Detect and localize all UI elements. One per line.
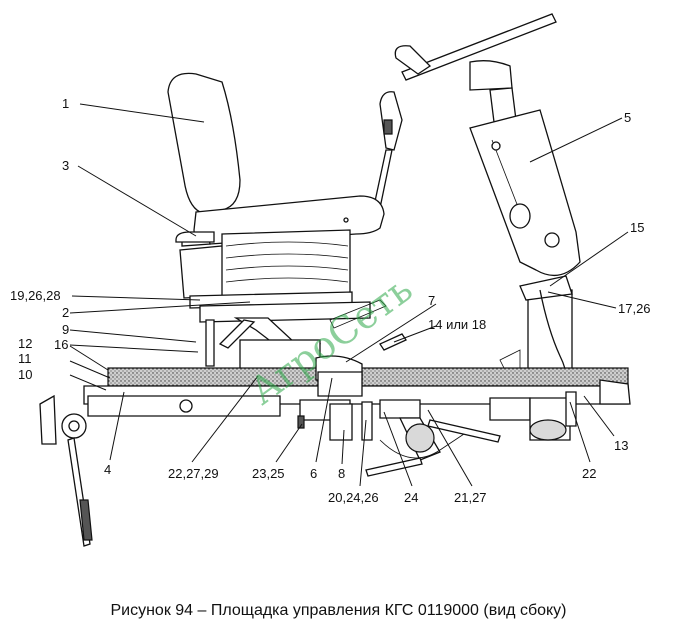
callout-labels: 1 3 5 15 17,26 19,26,28 2 7 14 или 18 9 …: [10, 96, 651, 505]
callout-3: 3: [62, 158, 69, 173]
callout-10: 10: [18, 367, 32, 382]
column-post: [499, 275, 573, 385]
callout-15: 15: [630, 220, 644, 235]
callout-14-or-18: 14 или 18: [428, 317, 486, 332]
callout-20-24-26: 20,24,26: [328, 490, 379, 505]
callout-1: 1: [62, 96, 69, 111]
steering-column: [394, 13, 581, 277]
callout-9: 9: [62, 322, 69, 337]
seat: [167, 72, 385, 309]
callout-16: 16: [54, 337, 68, 352]
callout-8: 8: [338, 466, 345, 481]
callout-12: 12: [18, 336, 32, 351]
leader-lines: [69, 103, 629, 487]
under-floor-assembly: [39, 391, 577, 547]
seat-suspension: [199, 299, 387, 371]
callout-5: 5: [624, 110, 631, 125]
callout-11: 11: [18, 351, 32, 366]
callout-23-25: 23,25: [252, 466, 285, 481]
figure-caption: Рисунок 94 – Площадка управления КГС 011…: [110, 602, 567, 619]
callout-19-26-28: 19,26,28: [10, 288, 61, 303]
callout-17-26: 17,26: [618, 301, 651, 316]
callout-24: 24: [404, 490, 418, 505]
callout-22-27-29: 22,27,29: [168, 466, 219, 481]
callout-2: 2: [62, 305, 69, 320]
callout-4: 4: [104, 462, 111, 477]
callout-7: 7: [428, 293, 435, 308]
callout-22: 22: [582, 466, 596, 481]
callout-13: 13: [614, 438, 628, 453]
callout-6: 6: [310, 466, 317, 481]
control-lever: [373, 91, 403, 209]
callout-21-27: 21,27: [454, 490, 487, 505]
